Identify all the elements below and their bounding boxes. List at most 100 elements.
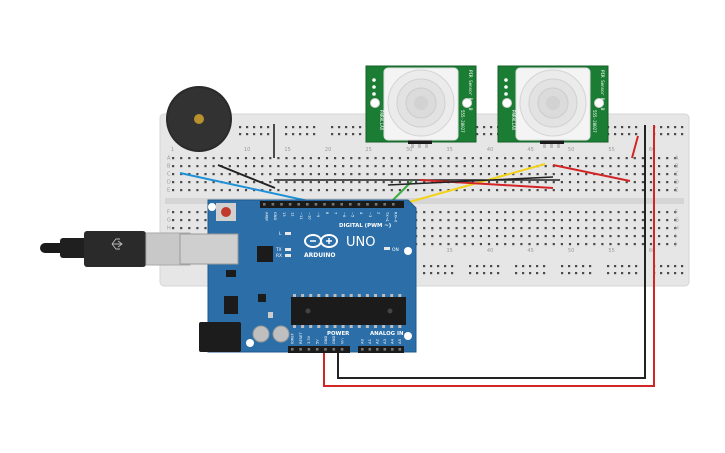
- breadboard-hole[interactable]: [552, 173, 555, 176]
- breadboard-hole[interactable]: [196, 227, 199, 230]
- breadboard-hole[interactable]: [601, 219, 604, 222]
- wire-red-5v-rail[interactable]: [323, 125, 655, 387]
- breadboard-hole[interactable]: [188, 157, 191, 160]
- breadboard-hole[interactable]: [617, 189, 620, 192]
- breadboard-hole[interactable]: [568, 165, 572, 168]
- breadboard-hole[interactable]: [334, 173, 337, 176]
- breadboard-hole[interactable]: [180, 181, 183, 184]
- rail-hole[interactable]: [561, 265, 564, 268]
- breadboard-hole[interactable]: [309, 165, 312, 168]
- analog-pin-hole[interactable]: [361, 348, 364, 351]
- breadboard-hole[interactable]: [504, 165, 507, 168]
- breadboard-hole[interactable]: [423, 165, 426, 168]
- rail-hole[interactable]: [628, 265, 631, 268]
- breadboard-hole[interactable]: [447, 235, 450, 238]
- breadboard-hole[interactable]: [528, 165, 531, 168]
- breadboard-hole[interactable]: [172, 219, 175, 222]
- breadboard-hole[interactable]: [512, 181, 515, 184]
- breadboard-hole[interactable]: [641, 189, 644, 192]
- breadboard-hole[interactable]: [406, 181, 410, 184]
- breadboard-hole[interactable]: [463, 219, 466, 222]
- rail-hole[interactable]: [444, 265, 447, 268]
- breadboard-hole[interactable]: [415, 165, 418, 168]
- breadboard-hole[interactable]: [374, 173, 377, 176]
- breadboard-hole[interactable]: [463, 235, 466, 238]
- breadboard-hole[interactable]: [512, 211, 515, 214]
- breadboard-hole[interactable]: [544, 211, 547, 214]
- analog-pin-hole[interactable]: [391, 348, 394, 351]
- breadboard-hole[interactable]: [496, 243, 499, 246]
- breadboard-hole[interactable]: [358, 157, 361, 160]
- breadboard-hole[interactable]: [649, 157, 653, 160]
- breadboard-hole[interactable]: [325, 189, 329, 192]
- breadboard-hole[interactable]: [244, 165, 248, 168]
- breadboard-hole[interactable]: [625, 219, 628, 222]
- breadboard-hole[interactable]: [301, 189, 304, 192]
- rail-hole[interactable]: [536, 272, 539, 275]
- rail-hole[interactable]: [575, 272, 578, 275]
- breadboard-hole[interactable]: [423, 243, 426, 246]
- rail-hole[interactable]: [451, 272, 454, 275]
- breadboard-hole[interactable]: [463, 211, 466, 214]
- wire-black-2[interactable]: [387, 176, 554, 186]
- breadboard-hole[interactable]: [285, 157, 288, 160]
- breadboard-hole[interactable]: [536, 243, 539, 246]
- analog-pin-hole[interactable]: [383, 348, 387, 351]
- rail-hole[interactable]: [568, 265, 571, 268]
- breadboard-hole[interactable]: [358, 173, 361, 176]
- breadboard-hole[interactable]: [617, 235, 620, 238]
- breadboard-hole[interactable]: [658, 227, 661, 230]
- breadboard-hole[interactable]: [439, 227, 442, 230]
- breadboard-hole[interactable]: [293, 157, 296, 160]
- breadboard-hole[interactable]: [552, 189, 555, 192]
- breadboard-hole[interactable]: [301, 165, 304, 168]
- breadboard-hole[interactable]: [496, 189, 499, 192]
- breadboard-hole[interactable]: [552, 227, 555, 230]
- rail-hole[interactable]: [515, 272, 518, 275]
- rail-hole[interactable]: [628, 272, 631, 275]
- breadboard-hole[interactable]: [204, 173, 207, 176]
- breadboard-hole[interactable]: [560, 211, 563, 214]
- breadboard-hole[interactable]: [431, 189, 434, 192]
- breadboard-hole[interactable]: [658, 165, 661, 168]
- rail-hole[interactable]: [614, 133, 617, 136]
- breadboard-hole[interactable]: [415, 189, 418, 192]
- breadboard-hole[interactable]: [585, 181, 588, 184]
- rail-hole[interactable]: [292, 133, 295, 136]
- breadboard-hole[interactable]: [334, 189, 337, 192]
- breadboard-hole[interactable]: [334, 165, 337, 168]
- breadboard-hole[interactable]: [439, 211, 442, 214]
- breadboard-hole[interactable]: [512, 157, 515, 160]
- breadboard-hole[interactable]: [496, 211, 499, 214]
- breadboard-hole[interactable]: [560, 157, 563, 160]
- power-pin-hole[interactable]: [340, 348, 344, 351]
- breadboard-hole[interactable]: [544, 219, 547, 222]
- rail-hole[interactable]: [674, 265, 677, 268]
- breadboard-hole[interactable]: [512, 219, 515, 222]
- breadboard-hole[interactable]: [285, 173, 288, 176]
- breadboard-hole[interactable]: [342, 189, 345, 192]
- breadboard-hole[interactable]: [487, 227, 491, 230]
- breadboard-hole[interactable]: [585, 189, 588, 192]
- rail-hole[interactable]: [635, 126, 638, 129]
- wire-black-gnd-rail[interactable]: [337, 125, 646, 379]
- breadboard-hole[interactable]: [293, 173, 296, 176]
- breadboard-hole[interactable]: [544, 235, 547, 238]
- breadboard-hole[interactable]: [504, 189, 507, 192]
- breadboard-hole[interactable]: [560, 189, 563, 192]
- breadboard-hole[interactable]: [172, 227, 175, 230]
- breadboard-hole[interactable]: [633, 219, 636, 222]
- breadboard-hole[interactable]: [253, 181, 256, 184]
- breadboard-hole[interactable]: [172, 211, 175, 214]
- breadboard-hole[interactable]: [277, 189, 280, 192]
- breadboard-hole[interactable]: [204, 181, 207, 184]
- power-pin-hole[interactable]: [315, 348, 319, 351]
- breadboard-hole[interactable]: [196, 219, 199, 222]
- breadboard-hole[interactable]: [244, 157, 248, 160]
- breadboard-hole[interactable]: [455, 227, 458, 230]
- rail-hole[interactable]: [359, 133, 362, 136]
- breadboard-hole[interactable]: [536, 211, 539, 214]
- breadboard-hole[interactable]: [520, 181, 523, 184]
- breadboard-hole[interactable]: [261, 165, 264, 168]
- rail-hole[interactable]: [299, 126, 302, 129]
